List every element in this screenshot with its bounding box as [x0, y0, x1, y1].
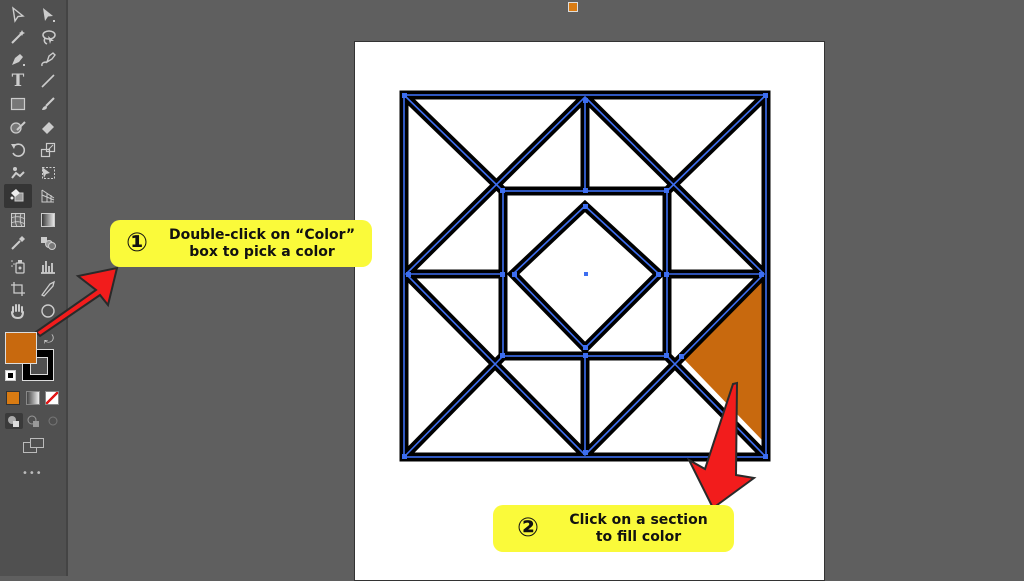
- perspective-grid-icon: [41, 189, 55, 203]
- callout-step-1: ① Double-click on “Color” box to pick a …: [110, 220, 372, 267]
- puppet-warp-tool[interactable]: [6, 162, 30, 184]
- swap-fill-stroke-icon[interactable]: ⤾: [44, 332, 54, 346]
- magic-wand-icon: [11, 30, 25, 44]
- color-mode-button[interactable]: [6, 391, 20, 405]
- zoom-circle-icon: [41, 304, 55, 318]
- gradient-tool[interactable]: [36, 209, 60, 231]
- edit-toolbar-button[interactable]: •••: [22, 468, 43, 479]
- symbol-sprayer-icon: [11, 260, 25, 274]
- screen-mode-icon: [23, 438, 44, 453]
- step-number-1: ①: [125, 228, 148, 258]
- blend-tool[interactable]: [36, 232, 60, 254]
- zoom-tool[interactable]: [36, 300, 60, 322]
- eraser-icon: [42, 122, 54, 134]
- scale-tool[interactable]: [36, 139, 60, 161]
- eraser-tool[interactable]: [36, 116, 60, 138]
- symbol-sprayer-tool[interactable]: [6, 255, 30, 277]
- free-transform-icon: [42, 167, 55, 179]
- type-tool[interactable]: T: [6, 70, 30, 92]
- shaper-icon: [10, 121, 26, 134]
- rectangle-icon: [10, 97, 26, 111]
- mesh-icon: [10, 212, 26, 228]
- scale-icon: [40, 142, 56, 158]
- callout-step-2: ② Click on a section to fill color: [493, 505, 734, 552]
- hand-icon: [11, 304, 24, 320]
- draw-inside-button[interactable]: [44, 413, 62, 429]
- draw-normal-button[interactable]: [5, 413, 23, 429]
- eyedropper-tool[interactable]: [6, 232, 30, 254]
- paintbrush-tool[interactable]: [36, 93, 60, 115]
- artboard[interactable]: [354, 41, 825, 581]
- blend-icon: [41, 237, 56, 250]
- artboard-tool[interactable]: [6, 278, 30, 300]
- selection-tool[interactable]: [6, 4, 30, 26]
- draw-behind-icon: [27, 415, 39, 427]
- mesh-tool[interactable]: [6, 209, 30, 231]
- lasso-icon: [42, 30, 56, 45]
- fill-indicator-swatch: [568, 2, 578, 12]
- live-paint-bucket-icon: [10, 189, 24, 202]
- pen-tool[interactable]: [6, 48, 30, 70]
- magic-wand-tool[interactable]: [6, 26, 30, 48]
- stroke-color-box[interactable]: [22, 349, 54, 381]
- draw-inside-icon: [48, 416, 58, 426]
- arrow-outline-icon: [12, 6, 25, 23]
- gradient-mode-button[interactable]: [26, 391, 40, 405]
- curvature-tool[interactable]: [36, 48, 60, 70]
- arrow-filled-icon: [43, 8, 55, 22]
- perspective-grid-tool[interactable]: [36, 185, 60, 207]
- shaper-tool[interactable]: [6, 116, 30, 138]
- rectangle-tool[interactable]: [6, 93, 30, 115]
- eyedropper-icon: [11, 236, 25, 250]
- screen-mode-button[interactable]: [22, 437, 46, 455]
- artboard-icon: [11, 282, 25, 296]
- type-icon: T: [11, 71, 25, 91]
- direct-selection-tool[interactable]: [36, 4, 60, 26]
- draw-normal-icon: [8, 416, 19, 427]
- tools-panel: T: [0, 0, 68, 576]
- draw-behind-button[interactable]: [25, 413, 43, 429]
- fill-color-box[interactable]: [5, 332, 37, 364]
- bar-graph-icon: [41, 261, 55, 274]
- line-icon: [41, 74, 55, 88]
- default-fill-stroke-icon[interactable]: [5, 370, 16, 381]
- slice-tool[interactable]: [36, 278, 60, 300]
- none-mode-button[interactable]: [45, 391, 59, 405]
- pen-icon: [12, 54, 25, 66]
- hand-tool[interactable]: [6, 300, 30, 322]
- curvature-pen-icon: [41, 52, 56, 67]
- slice-knife-icon: [41, 280, 55, 297]
- line-segment-tool[interactable]: [36, 70, 60, 92]
- brush-icon: [42, 97, 55, 110]
- callout-step-1-text: Double-click on “Color” box to pick a co…: [168, 226, 356, 260]
- step-number-2: ②: [516, 513, 539, 543]
- gradient-icon: [41, 213, 55, 227]
- rotate-icon: [11, 143, 26, 157]
- lasso-tool[interactable]: [36, 26, 60, 48]
- puppet-warp-icon: [11, 167, 25, 179]
- callout-step-2-text: Click on a section to fill color: [569, 511, 708, 545]
- free-transform-tool[interactable]: [36, 162, 60, 184]
- live-paint-bucket-tool[interactable]: [4, 184, 32, 208]
- column-graph-tool[interactable]: [36, 255, 60, 277]
- rotate-tool[interactable]: [6, 139, 30, 161]
